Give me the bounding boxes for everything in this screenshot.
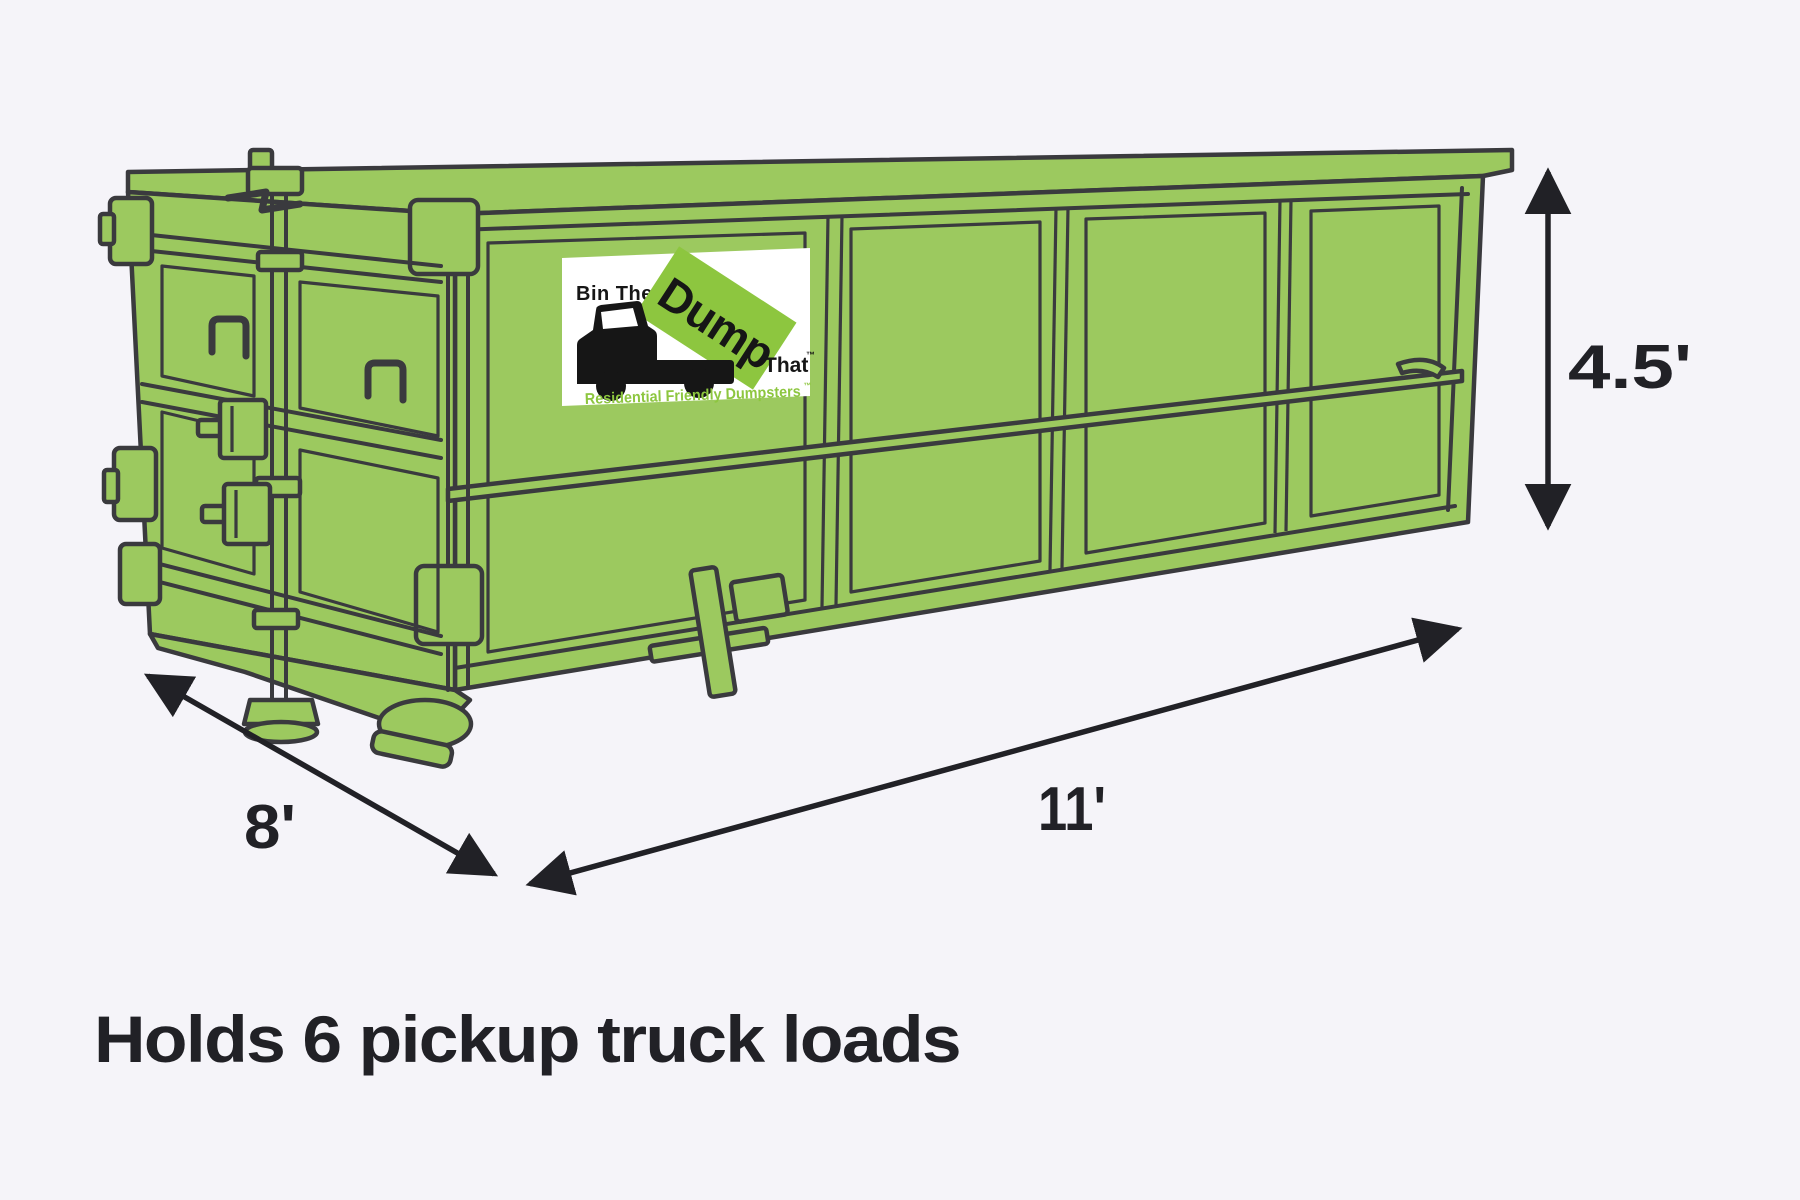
logo-panel: Bin There Dump That ™ Residential Friend… [562,246,815,408]
front-u-handle-2 [364,359,407,404]
dumpster-illustration: Bin There Dump That ™ Residential Friend… [97,147,1515,769]
door-latches [195,397,273,547]
side-panel-insets [486,204,1441,654]
width-arrow [143,673,499,877]
door-hinges [97,195,163,607]
side-panel-seams [820,199,1293,608]
corner-bracket-bottom [413,563,485,647]
dimension-arrows [143,167,1572,896]
corner-bracket-top [407,197,481,277]
width-label: 8' [244,793,296,862]
logo-tagline-mark: ™ [803,381,811,390]
logo-brand-mark: ™ [806,350,815,360]
front-u-handle [208,315,250,360]
dimension-labels: 4.5' 11' 8' [244,333,1692,862]
logo-brand-line2: That [764,354,808,377]
logo-truck-icon [577,301,734,401]
height-label: 4.5' [1568,333,1692,402]
front-face-rails [140,232,443,656]
length-label: 11' [1038,775,1106,844]
caption-text: Holds 6 pickup truck loads [94,1002,960,1076]
length-arrow [525,617,1463,896]
side-rail-hook [1395,357,1447,380]
